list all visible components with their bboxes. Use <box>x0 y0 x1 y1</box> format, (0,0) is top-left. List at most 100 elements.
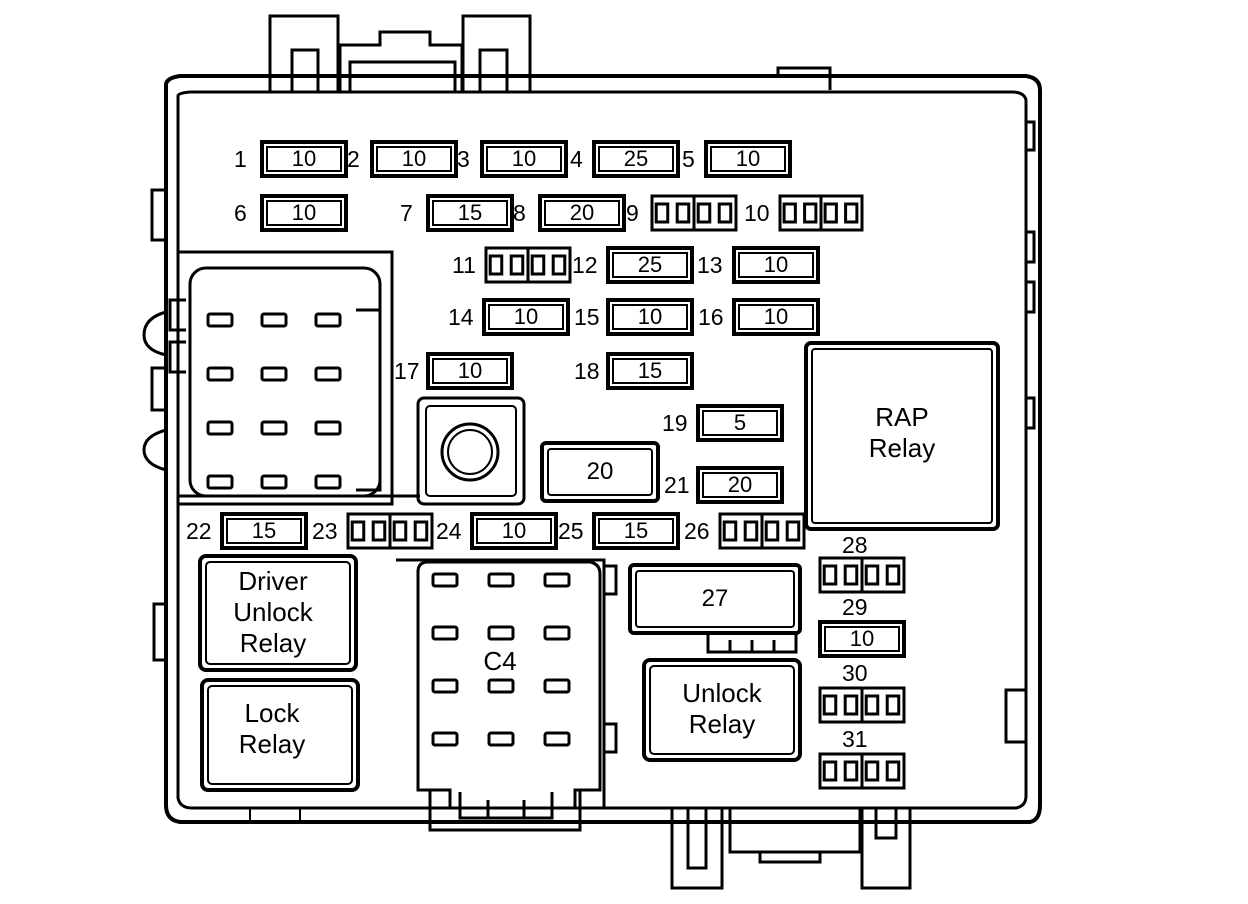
fuse-27-large-label: 27 <box>701 585 729 612</box>
fuse-rating: 10 <box>511 146 537 171</box>
connector-pin <box>314 474 342 490</box>
fuse-15 <box>606 298 694 336</box>
fuse-8 <box>538 194 626 232</box>
fuse-rating: 10 <box>735 146 761 171</box>
fuse-number-label: 15 <box>574 304 600 330</box>
fuse-number-label: 13 <box>697 252 723 278</box>
fuse-number-label: 10 <box>744 200 770 226</box>
fuse-number-label: 8 <box>513 200 526 226</box>
fuse-number-label: 11 <box>452 252 476 278</box>
fuse-21 <box>696 466 784 504</box>
fuse-rating: 10 <box>849 626 875 651</box>
fuse-14 <box>482 298 570 336</box>
fuse-number-label: 29 <box>842 594 868 620</box>
connector-pin <box>206 420 234 436</box>
unlock-relay <box>642 658 802 762</box>
fuse-31-relay-slot <box>818 752 906 790</box>
fuse-rating: 20 <box>727 472 753 497</box>
fuse-25 <box>592 512 680 550</box>
fuse-19 <box>696 404 784 442</box>
connector-pin <box>431 572 459 588</box>
fuse-number-label: 4 <box>570 146 583 172</box>
connector-pin <box>206 366 234 382</box>
connector-pin <box>487 678 515 694</box>
fuse-rating: 20 <box>569 200 595 225</box>
unlock-relay-label: Unlock Relay <box>682 678 762 739</box>
fuse-9-relay-slot <box>650 194 738 232</box>
fuse-number-label: 9 <box>626 200 639 226</box>
fuse-number-label: 31 <box>842 726 868 752</box>
fuse-2 <box>370 140 458 178</box>
connector-pin <box>206 312 234 328</box>
lock-relay-label: Lock Relay <box>238 698 306 759</box>
driver-unlock-relay <box>198 554 358 672</box>
fuse-23-relay-slot <box>346 512 434 550</box>
fuse-18 <box>606 352 694 390</box>
fuse-number-label: 16 <box>698 304 724 330</box>
c4-connector <box>396 558 618 832</box>
fuse-number-label: 26 <box>684 518 710 544</box>
fuse-rating: 10 <box>637 304 663 329</box>
fuse-rating: 10 <box>401 146 427 171</box>
fuse-rating: 10 <box>291 200 317 225</box>
driver-unlock-relay-label: Driver Unlock Relay <box>233 566 313 658</box>
connector-pin <box>431 678 459 694</box>
round-terminal <box>416 396 526 506</box>
fuse-12 <box>606 246 694 284</box>
connector-pin <box>314 312 342 328</box>
connector-pin <box>543 625 571 641</box>
fuse-17 <box>426 352 514 390</box>
fuse-29 <box>818 620 906 658</box>
fuse-16 <box>732 298 820 336</box>
fuse-24 <box>470 512 558 550</box>
fuse-number-label: 18 <box>574 358 600 384</box>
rap-relay-label: RAP Relay <box>868 402 936 463</box>
fuse-number-label: 24 <box>436 518 462 544</box>
fuse-1 <box>260 140 348 178</box>
connector-pin <box>487 731 515 747</box>
fuse-rating: 10 <box>501 518 527 543</box>
fuse-6 <box>260 194 348 232</box>
fuse-number-label: 17 <box>394 358 420 384</box>
fuse-7 <box>426 194 514 232</box>
fuse-30-relay-slot <box>818 686 906 724</box>
fuse-11-relay-slot <box>484 246 572 284</box>
fuse-rating: 10 <box>457 358 483 383</box>
connector-pin <box>543 572 571 588</box>
left-connector <box>168 250 394 506</box>
connector-pin <box>431 731 459 747</box>
rap-relay <box>804 341 1000 531</box>
connector-pin <box>543 731 571 747</box>
fuse-number-label: 30 <box>842 660 868 686</box>
fuse-22 <box>220 512 308 550</box>
fuse-27-large <box>628 563 802 654</box>
lock-relay <box>200 678 360 792</box>
fuse-rating: 10 <box>513 304 539 329</box>
fuse-rating: 10 <box>763 304 789 329</box>
fuse-10-relay-slot <box>778 194 864 232</box>
connector-pin <box>431 625 459 641</box>
fuse-3 <box>480 140 568 178</box>
connector-pin <box>260 474 288 490</box>
fuse-rating: 15 <box>457 200 483 225</box>
connector-pin <box>487 572 515 588</box>
fuse-block-housing <box>142 14 1042 890</box>
fuse-rating: 15 <box>623 518 649 543</box>
fuse-number-label: 21 <box>664 472 690 498</box>
fuse-number-label: 22 <box>186 518 212 544</box>
connector-pin <box>260 312 288 328</box>
c4-connector-label: C4 <box>483 646 517 676</box>
fuse-number-label: 5 <box>682 146 695 172</box>
fuse-rating: 25 <box>623 146 649 171</box>
connector-pin <box>314 420 342 436</box>
fuse-20-large <box>540 441 660 503</box>
fuse-28-relay-slot <box>818 556 906 594</box>
connector-pin <box>206 474 234 490</box>
fuse-rating: 10 <box>291 146 317 171</box>
connector-pin <box>260 366 288 382</box>
fuse-number-label: 6 <box>234 200 247 226</box>
fuse-rating: 5 <box>733 410 747 435</box>
fuse-number-label: 7 <box>400 200 413 226</box>
fuse-26-relay-slot <box>718 512 806 550</box>
